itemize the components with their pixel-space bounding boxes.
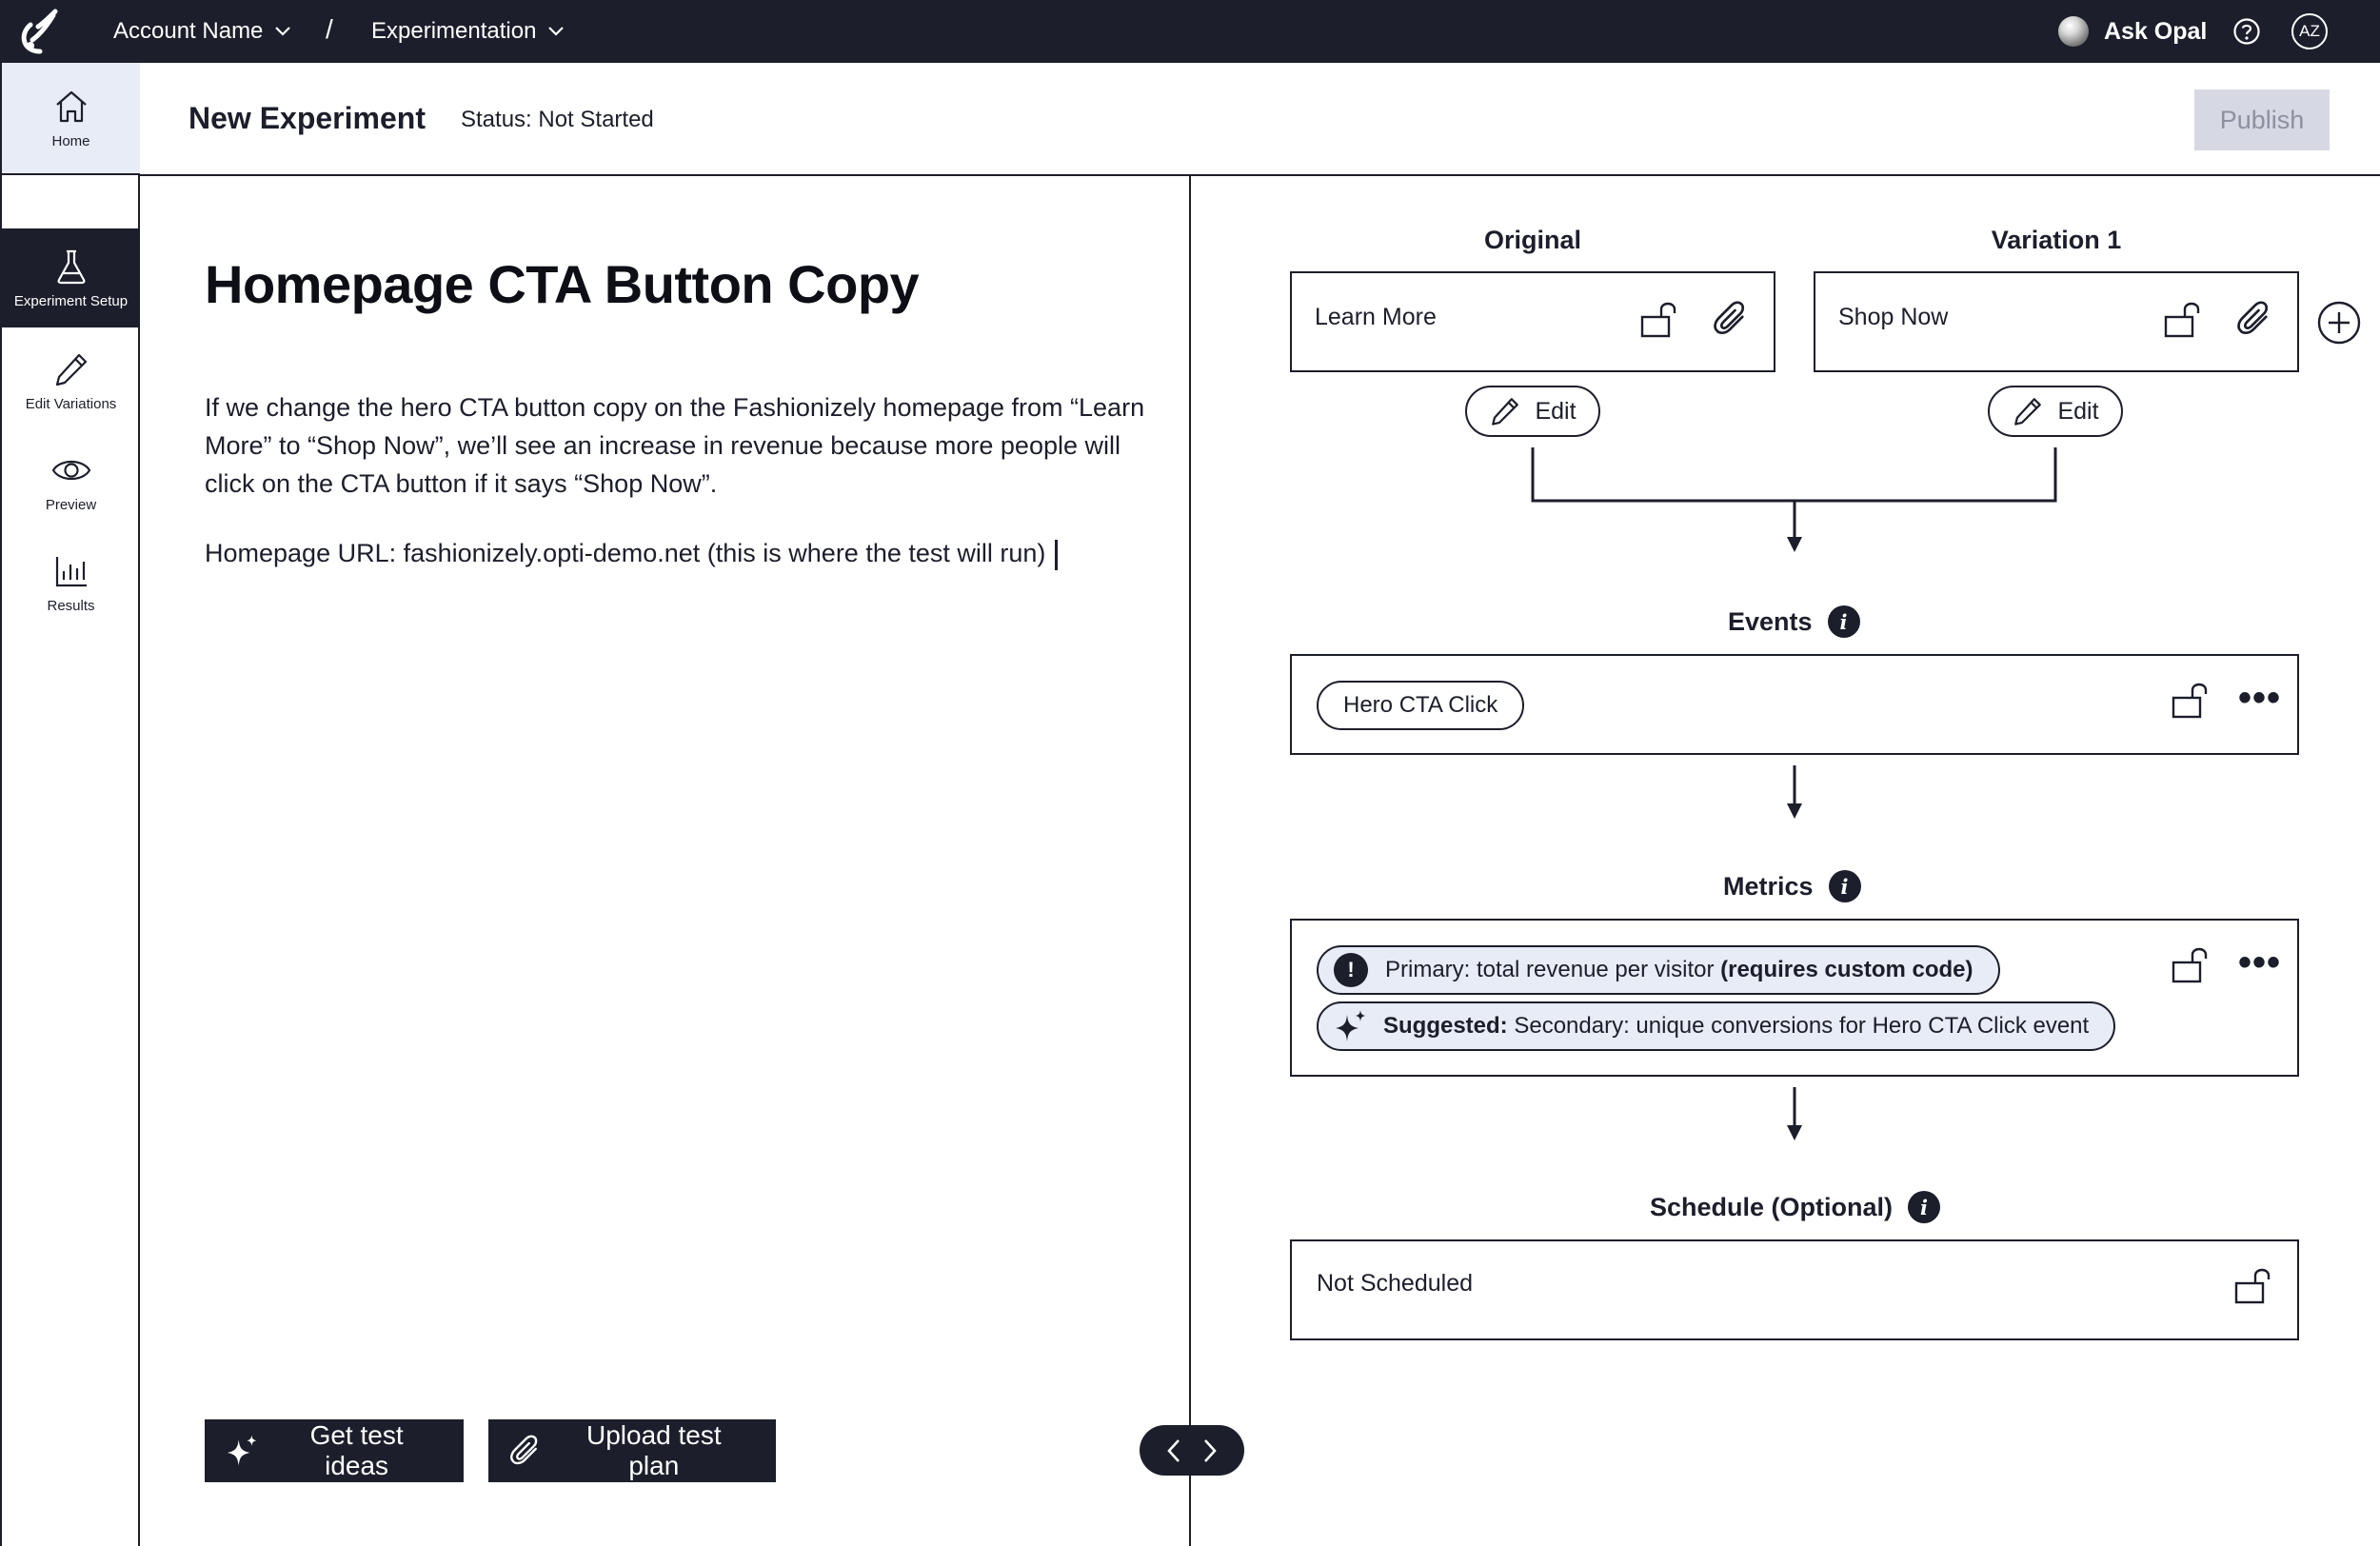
primary-metric-text: Primary: total revenue per visitor bbox=[1385, 957, 1721, 982]
product-name: Experimentation bbox=[371, 18, 537, 44]
metrics-panel: ! Primary: total revenue per visitor (re… bbox=[1290, 919, 2299, 1077]
help-icon[interactable] bbox=[2232, 17, 2261, 46]
nav-item-home[interactable]: Home bbox=[2, 63, 140, 175]
variation-1-card[interactable]: Shop Now bbox=[1814, 271, 2299, 372]
experiment-title[interactable]: Homepage CTA Button Copy bbox=[205, 254, 920, 314]
metrics-section-title: Metrics i bbox=[1723, 870, 1861, 902]
edit-variation-1-button[interactable]: Edit bbox=[1988, 386, 2123, 437]
events-to-metrics-arrow bbox=[1787, 765, 1802, 819]
edit-label: Edit bbox=[2057, 397, 2099, 425]
original-title: Original bbox=[1483, 226, 1581, 254]
product-switcher[interactable]: Experimentation bbox=[371, 0, 565, 63]
paperclip-icon bbox=[510, 1435, 538, 1465]
add-variation-icon[interactable] bbox=[2317, 301, 2361, 345]
info-icon[interactable]: i bbox=[1827, 605, 1860, 638]
get-test-ideas-label: Get test ideas bbox=[309, 1420, 404, 1480]
events-section-title: Events i bbox=[1728, 605, 1860, 638]
homepage-url-text: Homepage URL: fashionizely.opti-demo.net… bbox=[205, 539, 1046, 567]
paperclip-icon[interactable] bbox=[1713, 300, 1749, 338]
hypothesis-text[interactable]: If we change the hero CTA button copy on… bbox=[205, 393, 1145, 498]
nav-label-results: Results bbox=[47, 597, 95, 614]
paperclip-icon[interactable] bbox=[2236, 300, 2272, 338]
breadcrumb-separator: / bbox=[326, 14, 333, 44]
page-title: New Experiment bbox=[188, 101, 426, 135]
sparkle-icon bbox=[227, 1435, 257, 1466]
suggested-metric-chip[interactable]: Suggested: Secondary: unique conversions… bbox=[1317, 1001, 2116, 1051]
text-cursor bbox=[1055, 539, 1059, 570]
chevron-down-icon bbox=[275, 27, 291, 36]
opal-orb-icon bbox=[2058, 16, 2089, 47]
account-name: Account Name bbox=[113, 18, 264, 44]
more-options-icon[interactable]: ••• bbox=[2238, 677, 2282, 719]
metrics-to-schedule-arrow bbox=[1787, 1087, 1802, 1140]
unlock-icon[interactable] bbox=[1638, 298, 1680, 340]
nav-label-home: Home bbox=[51, 132, 90, 149]
pane-divider[interactable] bbox=[1189, 176, 1191, 1546]
chevron-left-icon[interactable] bbox=[1166, 1437, 1181, 1464]
pencil-icon bbox=[2014, 398, 2042, 426]
status-text: Status: Not Started bbox=[461, 107, 654, 132]
variations-merge-connector bbox=[1531, 447, 2057, 552]
unlock-icon[interactable] bbox=[2232, 1264, 2274, 1306]
metrics-title-label: Metrics bbox=[1723, 871, 1814, 901]
eye-icon bbox=[51, 460, 90, 480]
pane-resize-toggle bbox=[1140, 1425, 1244, 1476]
page-header: New Experiment Status: Not Started Publi… bbox=[140, 63, 2380, 176]
nav-label-edit-variations: Edit Variations bbox=[25, 395, 117, 412]
publish-button[interactable]: Publish bbox=[2194, 89, 2330, 150]
beaker-icon bbox=[57, 249, 85, 284]
warning-icon: ! bbox=[1334, 953, 1368, 987]
info-icon[interactable]: i bbox=[1828, 870, 1861, 902]
left-nav: Home Experiment Setup Edit Variations Pr… bbox=[0, 63, 140, 1546]
schedule-title-label: Schedule (Optional) bbox=[1650, 1192, 1894, 1221]
nav-item-experiment-setup[interactable]: Experiment Setup bbox=[2, 228, 140, 327]
homepage-url-line[interactable]: Homepage URL: fashionizely.opti-demo.net… bbox=[205, 539, 1059, 570]
account-switcher[interactable]: Account Name bbox=[113, 0, 291, 63]
original-variation-card[interactable]: Learn More bbox=[1290, 271, 1775, 372]
optimizely-logo[interactable] bbox=[11, 6, 65, 57]
suggested-label: Suggested: bbox=[1383, 1013, 1508, 1039]
experiment-brief-pane: Homepage CTA Button Copy If we change th… bbox=[142, 176, 1191, 1546]
variation-1-title: Variation 1 bbox=[1991, 226, 2122, 254]
top-bar: Account Name / Experimentation Ask Opal … bbox=[0, 0, 2380, 63]
more-options-icon[interactable]: ••• bbox=[2238, 941, 2282, 983]
nav-label-experiment-setup: Experiment Setup bbox=[13, 292, 129, 309]
chevron-down-icon bbox=[548, 27, 565, 36]
nav-item-edit-variations[interactable]: Edit Variations bbox=[2, 337, 140, 425]
upload-test-plan-label: Upload test plan bbox=[586, 1420, 722, 1480]
event-chip[interactable]: Hero CTA Click bbox=[1317, 681, 1525, 730]
nav-label-preview: Preview bbox=[45, 496, 97, 513]
edit-label: Edit bbox=[1535, 397, 1577, 425]
schedule-value: Not Scheduled bbox=[1317, 1270, 1474, 1297]
primary-metric-chip[interactable]: ! Primary: total revenue per visitor (re… bbox=[1317, 945, 2000, 995]
schedule-section-title: Schedule (Optional) i bbox=[1650, 1191, 1941, 1223]
nav-item-preview[interactable]: Preview bbox=[2, 438, 140, 525]
bar-chart-icon bbox=[55, 556, 87, 586]
user-avatar[interactable]: AZ bbox=[2291, 13, 2328, 50]
original-variation-text: Learn More bbox=[1315, 304, 1437, 330]
suggested-metric-text: Secondary: unique conversions for Hero C… bbox=[1507, 1013, 2090, 1039]
unlock-icon[interactable] bbox=[2162, 298, 2204, 340]
pencil-icon bbox=[1492, 398, 1519, 426]
ask-opal-label: Ask Opal bbox=[2104, 17, 2208, 45]
edit-original-button[interactable]: Edit bbox=[1465, 386, 1600, 437]
events-title-label: Events bbox=[1728, 606, 1813, 636]
pencil-icon bbox=[55, 353, 87, 386]
variation-1-text: Shop Now bbox=[1838, 304, 1949, 330]
ask-opal-button[interactable]: Ask Opal bbox=[2058, 0, 2207, 63]
primary-metric-note: (requires custom code) bbox=[1720, 957, 1973, 982]
events-panel: Hero CTA Click ••• bbox=[1290, 654, 2299, 755]
sparkle-icon bbox=[1336, 1010, 1365, 1041]
chevron-right-icon[interactable] bbox=[1202, 1437, 1218, 1464]
info-icon[interactable]: i bbox=[1908, 1191, 1941, 1223]
get-test-ideas-button[interactable]: Get test ideas bbox=[205, 1419, 464, 1482]
upload-test-plan-button[interactable]: Upload test plan bbox=[488, 1419, 776, 1482]
unlock-icon[interactable] bbox=[2170, 943, 2211, 985]
home-icon bbox=[55, 90, 87, 122]
nav-item-results[interactable]: Results bbox=[2, 539, 140, 626]
unlock-icon[interactable] bbox=[2170, 679, 2211, 721]
schedule-panel[interactable]: Not Scheduled bbox=[1290, 1239, 2299, 1340]
